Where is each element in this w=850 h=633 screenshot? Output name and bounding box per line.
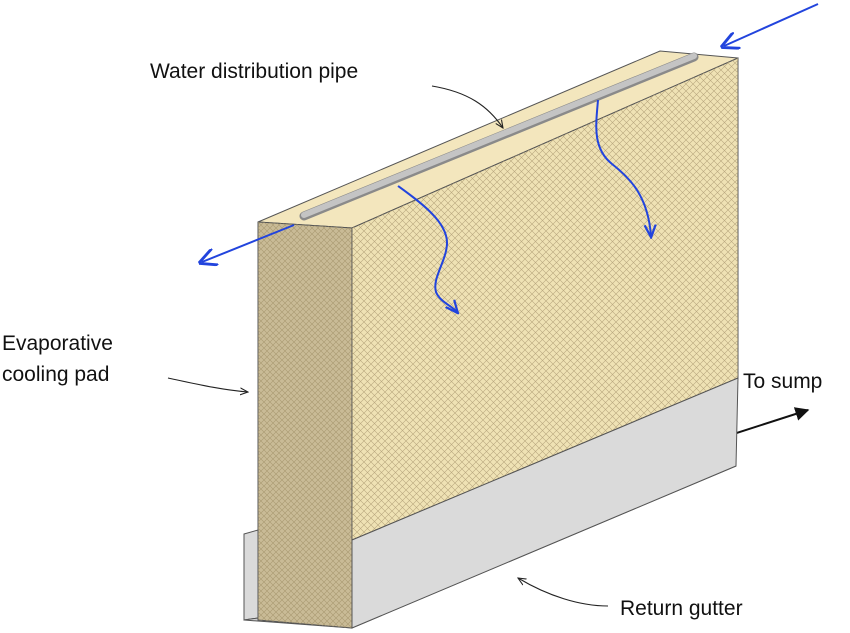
pad-leader-line — [167, 377, 248, 392]
pipe-label: Water distribution pipe — [150, 60, 358, 83]
water-trickle-arrow-left — [397, 185, 457, 312]
water-trickle-arrow-right — [595, 99, 651, 236]
water-outflow-arrow — [202, 224, 295, 262]
sump-label: To sump — [743, 370, 822, 393]
gutter-leader-line — [518, 578, 609, 607]
return-gutter-back — [243, 529, 259, 621]
water-inflow-arrow — [724, 3, 819, 46]
pad-label-line1: Evaporative — [2, 332, 113, 355]
pipe-leader-line — [431, 85, 503, 128]
return-gutter-front — [351, 377, 739, 629]
gutter-label: Return gutter — [620, 597, 743, 620]
pad-label-line2: cooling pad — [2, 363, 109, 386]
